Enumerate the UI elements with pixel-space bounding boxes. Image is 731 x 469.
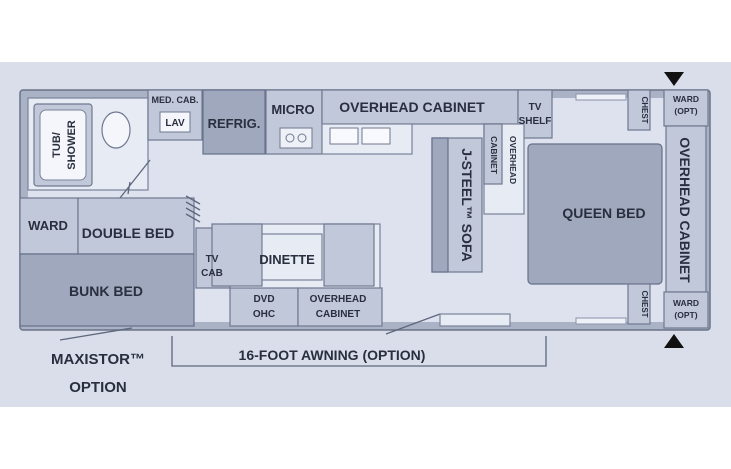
awning-bracket (171, 336, 547, 367)
ward-left (19, 197, 79, 255)
maxistor-label-2: OPTION (69, 379, 127, 396)
sink-icon (329, 127, 359, 145)
refrigerator (202, 89, 266, 155)
sofa-label: J-STEEL™ SOFA (459, 148, 475, 262)
queen-bed (527, 143, 663, 285)
toilet-icon (101, 111, 131, 149)
tv-cab-label-1: TV (206, 254, 219, 265)
ward-opt-bottom-label-2: (OPT) (674, 310, 697, 320)
dinette-table (261, 233, 323, 281)
queen-bed-label: QUEEN BED (562, 205, 645, 221)
double-bed (77, 197, 195, 255)
burner-icon (285, 133, 295, 143)
sofa-back (431, 137, 449, 273)
med-cab-label: MED. CAB. (152, 95, 199, 105)
tub-inner (39, 109, 87, 181)
tv-shelf-label-1: TV (529, 102, 542, 113)
chest-bottom (627, 283, 651, 325)
lav-label: LAV (165, 118, 185, 129)
lav-sink (159, 111, 191, 133)
dvd-ohc (229, 287, 299, 327)
maxistor-pointer (59, 327, 133, 341)
ward-label: WARD (28, 218, 68, 233)
overhead-cabinet-top-label: OVERHEAD CABINET (339, 99, 485, 115)
chest-bottom-label: CHEST (640, 290, 649, 317)
dinette-seat-left (211, 223, 263, 287)
overhead-cabinet-bottom (297, 287, 383, 327)
ward-opt-top-label-1: WARD (673, 94, 699, 104)
dinette-label: DINETTE (259, 252, 315, 267)
bunk-bed-label: BUNK BED (69, 283, 143, 299)
overhead-right-label: OVERHEAD CABINET (677, 137, 693, 283)
tv-cab-label-2: CAB (201, 268, 223, 279)
arrow-down-icon (664, 72, 684, 86)
ward-opt-bottom-label-1: WARD (673, 298, 699, 308)
entry-door (385, 313, 441, 335)
tv-shelf-label-2: SHELF (519, 116, 552, 127)
ward-bottom (663, 291, 709, 329)
cabinet-mid-inner (483, 123, 503, 185)
ward-opt-top-label-2: (OPT) (674, 106, 697, 116)
door-swing (119, 159, 151, 199)
tub-label-2: SHOWER (66, 120, 78, 170)
chest-top (627, 89, 651, 131)
refrig-label: REFRIG. (208, 116, 261, 131)
chest-top-label: CHEST (640, 96, 649, 123)
awning-label: 16-FOOT AWNING (OPTION) (239, 347, 426, 363)
ward-top (663, 89, 709, 127)
overhead-bottom-label-1: OVERHEAD (310, 294, 367, 305)
entry-step (439, 313, 511, 327)
overhead-cabinet-right (665, 125, 707, 293)
tub-label-1: TUB/ (51, 132, 63, 158)
overhead-mid-label-1: OVERHEAD (508, 136, 518, 184)
overhead-bottom-label-2: CABINET (316, 309, 360, 320)
bunk-bed (19, 253, 195, 327)
double-bed-label: DOUBLE BED (82, 225, 175, 241)
dinette-seat-right (323, 223, 375, 287)
overhead-mid-label-2: CABINET (489, 136, 499, 175)
ceiling-vent (575, 93, 627, 101)
stove-top (279, 127, 313, 149)
dvd-label-1: DVD (253, 294, 274, 305)
bunk-ladder (185, 195, 201, 223)
sink-icon (361, 127, 391, 145)
maxistor-label-1: MAXISTOR™ (51, 351, 145, 368)
micro-label: MICRO (271, 102, 314, 117)
overhead-cabinet-top (321, 89, 519, 125)
burner-icon (297, 133, 307, 143)
floor-vent (575, 317, 627, 325)
dvd-label-2: OHC (253, 309, 275, 320)
arrow-up-icon (664, 334, 684, 348)
